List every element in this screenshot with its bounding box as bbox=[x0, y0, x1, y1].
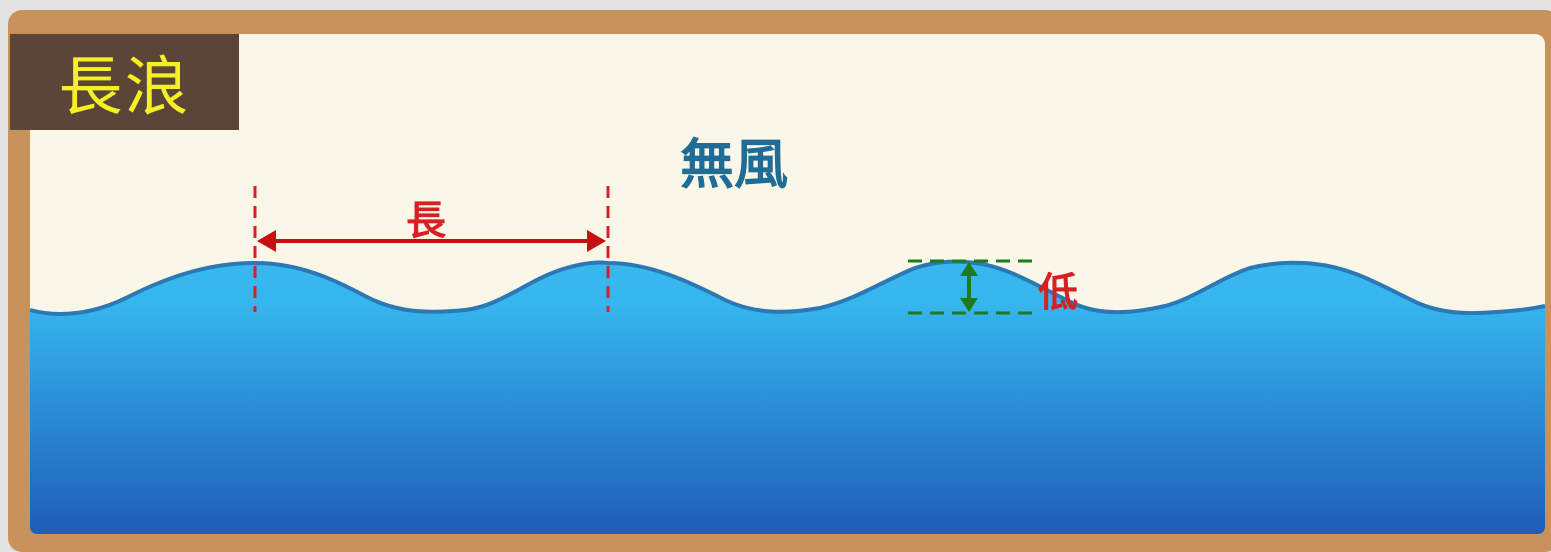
condition-label: 無風 bbox=[680, 133, 788, 196]
wavelength-arrowhead-left bbox=[257, 230, 276, 252]
wave-height-marker bbox=[908, 259, 1032, 315]
wavelength-arrowhead-right bbox=[587, 230, 606, 252]
wave-outline bbox=[29, 259, 1546, 316]
wavelength-marker bbox=[253, 186, 610, 312]
wave-height-label: 低 bbox=[1038, 270, 1078, 316]
height-arrowhead-top bbox=[960, 262, 978, 276]
water-body bbox=[30, 261, 1545, 534]
wavelength-label: 長 bbox=[406, 198, 446, 244]
title-badge: 長浪 bbox=[10, 34, 239, 130]
height-arrowhead-bottom bbox=[960, 298, 978, 312]
diagram-title: 長浪 bbox=[58, 51, 191, 125]
